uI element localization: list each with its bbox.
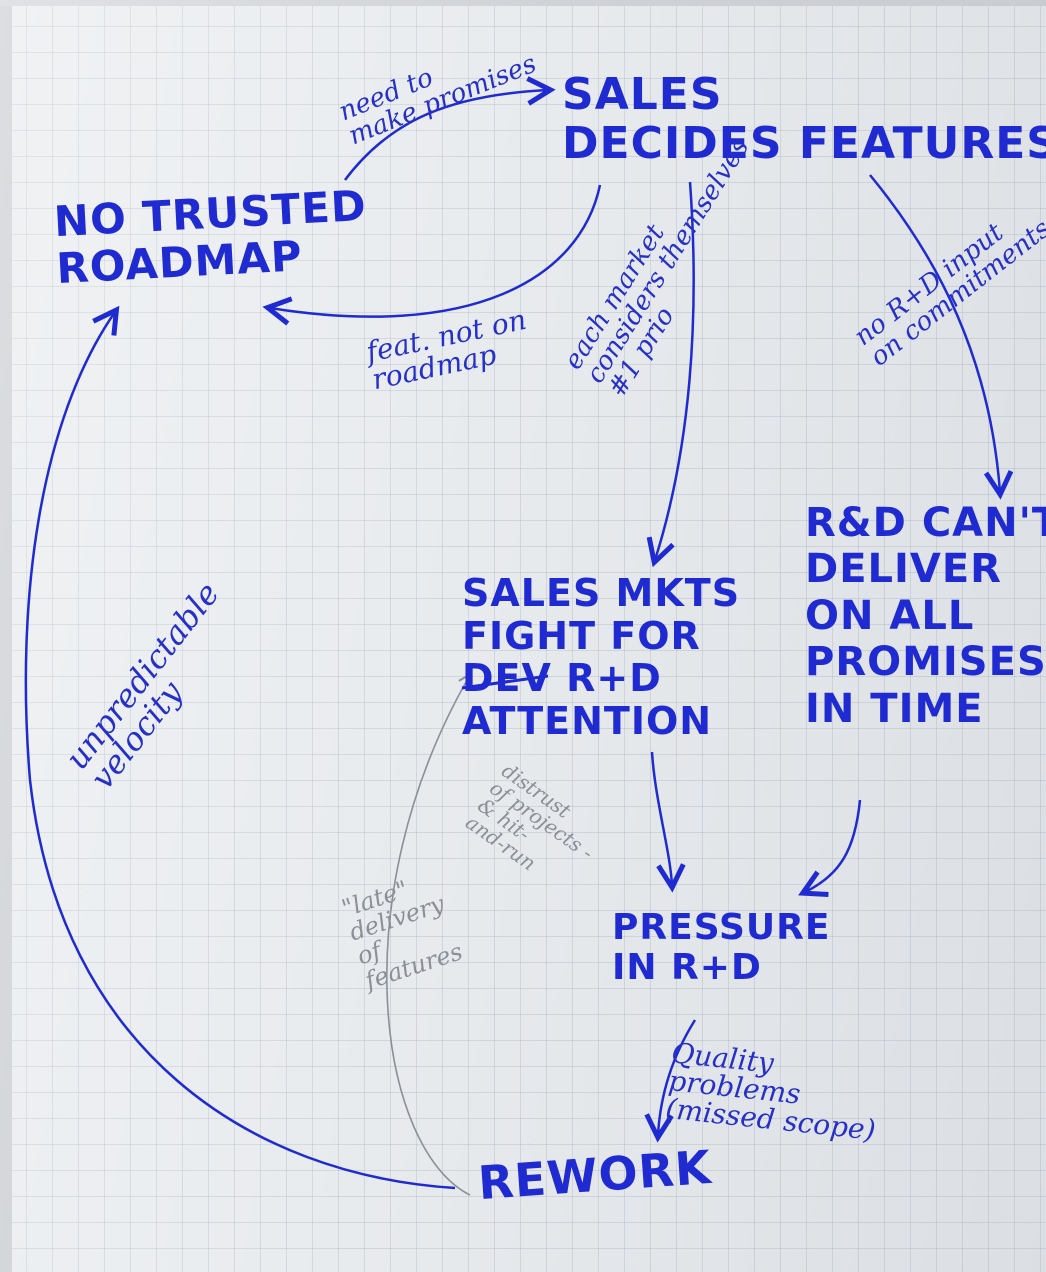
edge-sales-to-roadmap xyxy=(270,184,602,317)
strike-dev xyxy=(461,674,549,690)
edge-rework-to-roadmap xyxy=(24,312,456,1190)
node-pressure-in-rd: PRESSURE IN R+D xyxy=(612,907,831,989)
edge-fight-to-pressure xyxy=(650,751,672,885)
edge-roadmap-to-sales xyxy=(344,90,548,181)
edge-pressure-to-rework xyxy=(658,1019,697,1135)
edge-sales-to-rdcant xyxy=(869,174,1000,492)
node-no-trusted-roadmap: NO TRUSTED ROADMAP xyxy=(52,180,368,294)
node-sales-mkts-fight: SALES MKTS FIGHT FOR DEV R+D ATTENTION xyxy=(462,571,741,743)
node-rd-cant-deliver: R&D CAN'T DELIVER ON ALL PROMISES IN TIM… xyxy=(805,500,1046,732)
paper-edge-top xyxy=(0,0,1046,6)
edge-rework-to-fight xyxy=(386,672,472,1196)
paper-edge-left xyxy=(0,0,12,1272)
edge-rdcant-to-pressure xyxy=(805,799,862,892)
edge-sales-to-fight xyxy=(655,181,695,560)
node-sales-decides-features: SALES DECIDES FEATURES xyxy=(562,69,1046,170)
